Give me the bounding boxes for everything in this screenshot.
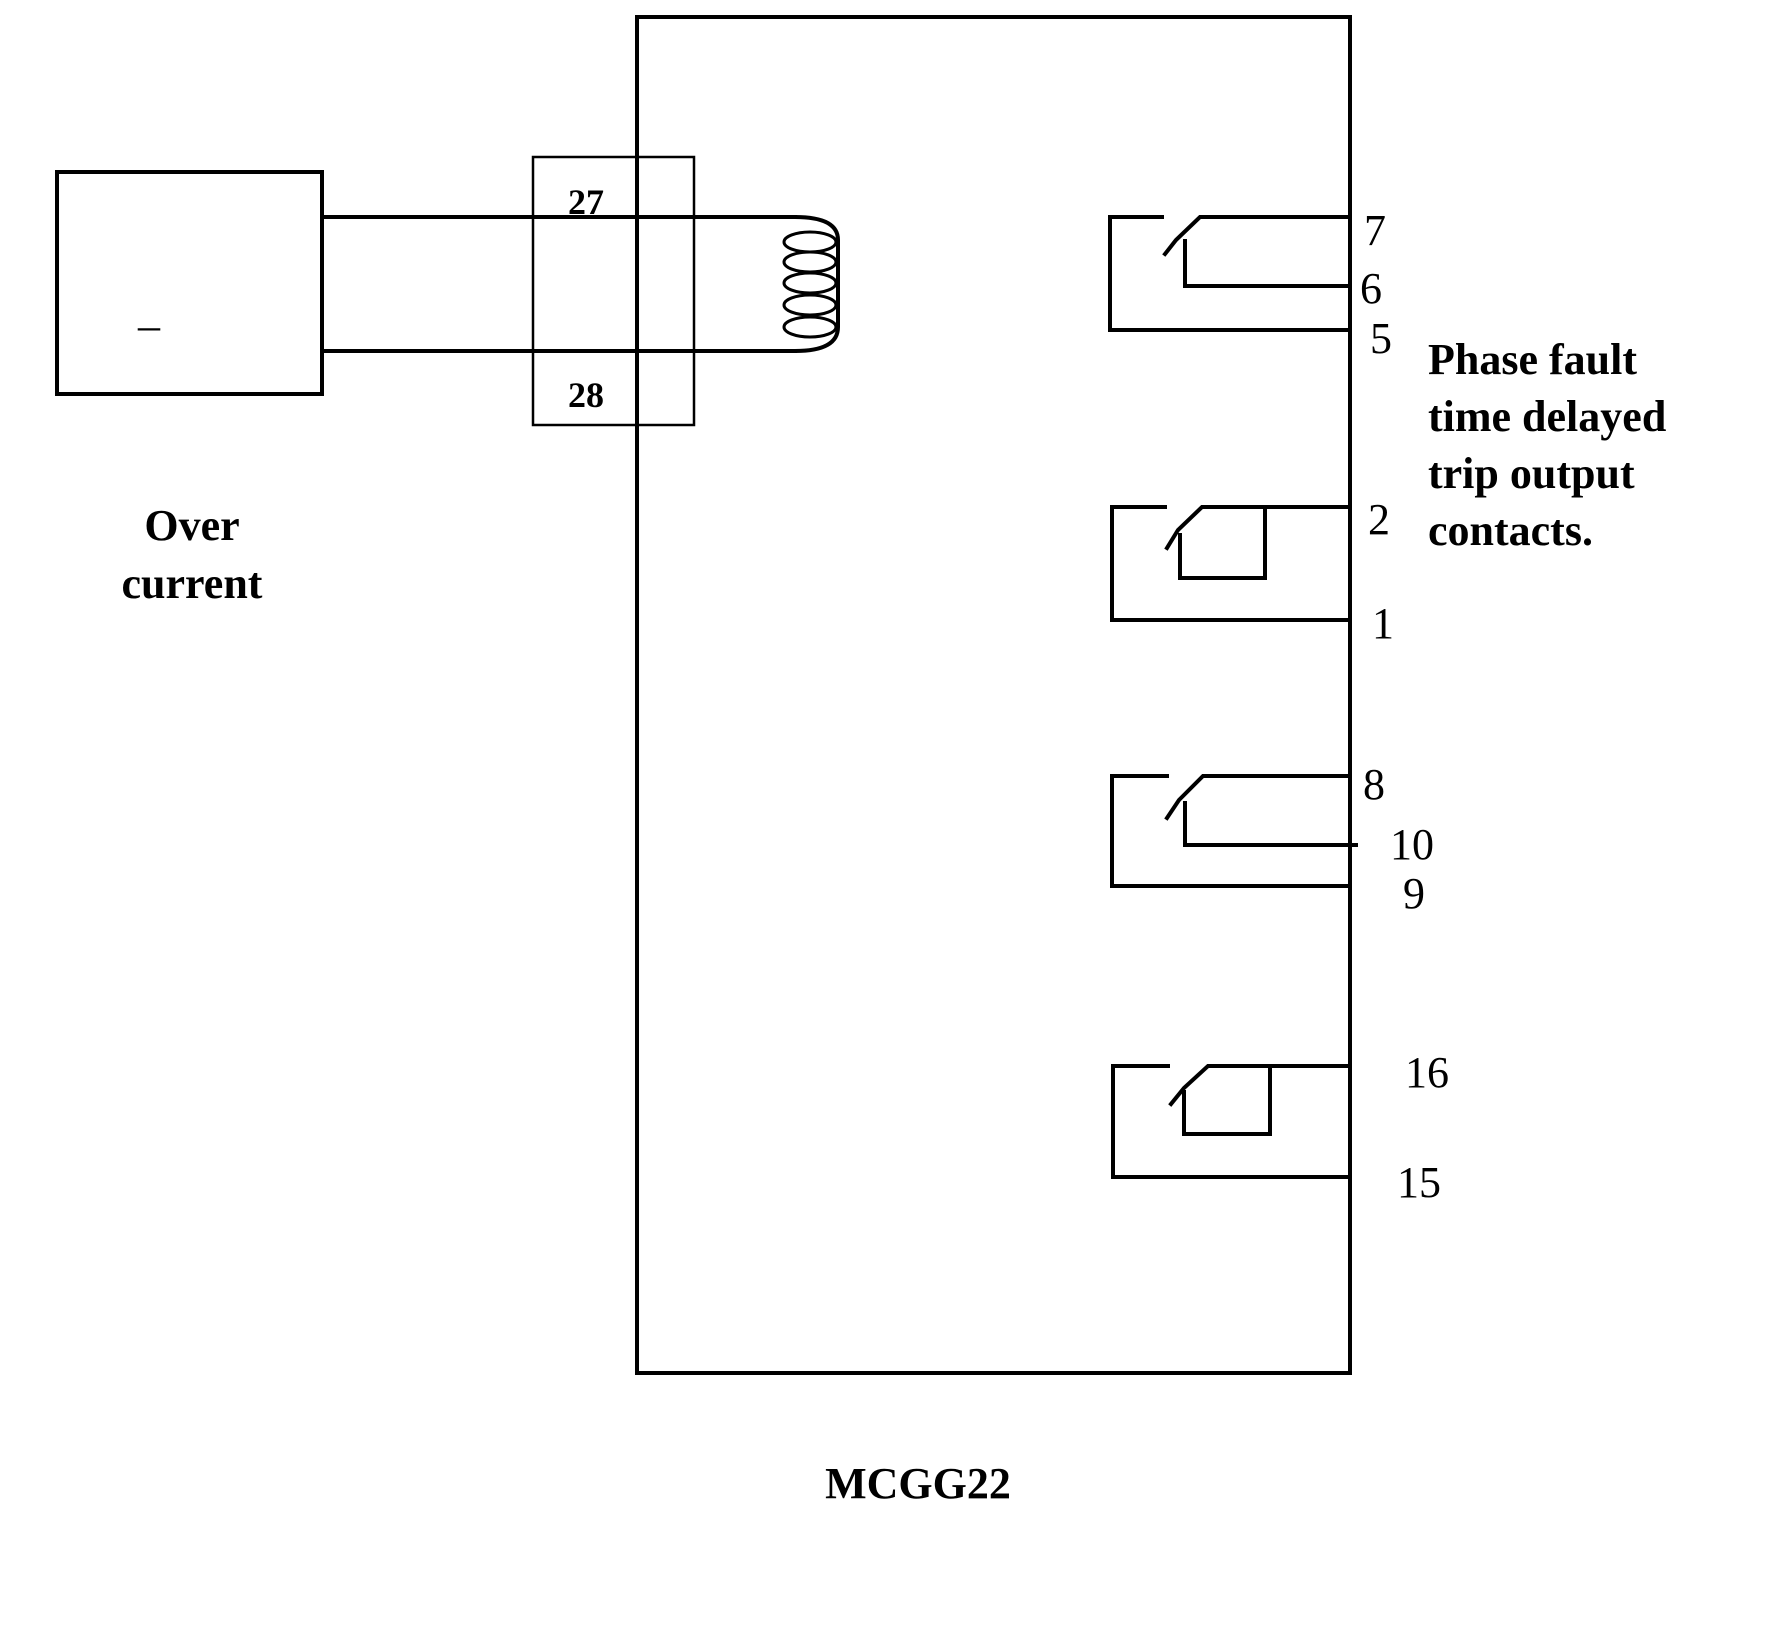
contact-group-1 bbox=[1108, 215, 1352, 332]
annotation-line2: time delayed bbox=[1428, 392, 1666, 441]
relay-name-label: MCGG22 bbox=[825, 1459, 1011, 1508]
annotation-line1: Phase fault bbox=[1428, 335, 1637, 384]
terminal-8-label: 8 bbox=[1363, 760, 1385, 809]
terminal-5-label: 5 bbox=[1370, 314, 1392, 363]
overcurrent-label-line2: current bbox=[122, 559, 263, 608]
pin-28-label: 28 bbox=[568, 375, 604, 415]
terminal-16-label: 16 bbox=[1405, 1048, 1449, 1097]
annotation-line4: contacts. bbox=[1428, 506, 1593, 555]
terminal-1-label: 1 bbox=[1372, 599, 1394, 648]
terminal-2-label: 2 bbox=[1368, 495, 1390, 544]
contact-group-4 bbox=[1111, 1064, 1352, 1179]
overcurrent-label-line1: Over bbox=[144, 501, 239, 550]
relay-coil bbox=[782, 230, 838, 339]
terminal-10-label: 10 bbox=[1390, 820, 1434, 869]
overcurrent-symbol: – bbox=[137, 301, 161, 350]
overcurrent-block: – bbox=[55, 170, 324, 396]
contact-group-2 bbox=[1110, 505, 1352, 622]
terminal-block: 27 28 bbox=[531, 155, 696, 427]
relay-body bbox=[635, 15, 1352, 1375]
coil-wires bbox=[320, 214, 840, 354]
terminal-7-label: 7 bbox=[1364, 206, 1386, 255]
terminal-15-label: 15 bbox=[1397, 1158, 1441, 1207]
annotation-line3: trip output bbox=[1428, 449, 1635, 498]
terminal-6-label: 6 bbox=[1360, 264, 1382, 313]
terminal-9-label: 9 bbox=[1403, 869, 1425, 918]
contact-group-3 bbox=[1110, 774, 1358, 888]
